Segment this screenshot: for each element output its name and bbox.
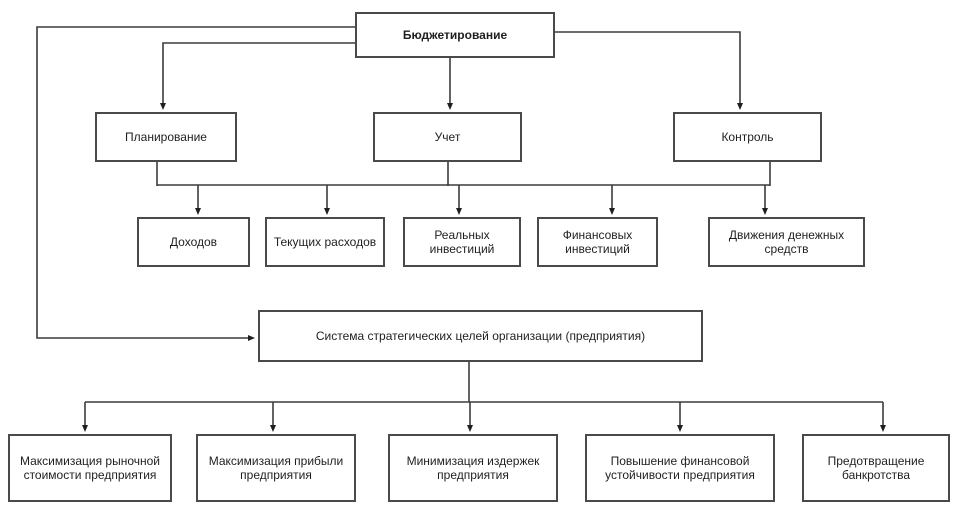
node-strategic-goals-system: Система стратегических целей организации… [258, 310, 703, 362]
node-goal-financial-stability: Повышение финансовой устойчивости предпр… [585, 434, 775, 502]
node-incomes-label: Доходов [169, 235, 218, 249]
edge-root-to-goals-system [36, 26, 355, 341]
node-cash-flows: Движения денежных средств [708, 217, 865, 267]
node-goal-1-label: Максимизация рыночной стоимости предприя… [19, 454, 161, 482]
node-budgeting-label: Бюджетирование [402, 28, 508, 42]
node-current-expenses: Текущих расходов [265, 217, 385, 267]
node-strategic-goals-system-label: Система стратегических целей организации… [315, 329, 646, 343]
node-real-investments: Реальных инвестиций [403, 217, 521, 267]
node-goal-profit-maximization: Максимизация прибыли предприятия [196, 434, 356, 502]
edge-root-to-planning [160, 42, 355, 110]
node-budgeting: Бюджетирование [355, 12, 555, 58]
node-goal-2-label: Максимизация прибыли предприятия [208, 454, 344, 482]
node-accounting: Учет [373, 112, 522, 162]
node-current-expenses-label: Текущих расходов [273, 235, 377, 249]
node-accounting-label: Учет [434, 130, 461, 144]
node-control: Контроль [673, 112, 822, 162]
node-financial-investments: Финансовых инвестиций [537, 217, 658, 267]
node-control-label: Контроль [721, 130, 774, 144]
node-real-investments-label: Реальных инвестиций [429, 228, 495, 256]
node-planning: Планирование [95, 112, 237, 162]
node-incomes: Доходов [137, 217, 250, 267]
node-goal-cost-minimization: Минимизация издержек предприятия [388, 434, 558, 502]
node-cash-flows-label: Движения денежных средств [728, 228, 845, 256]
node-goal-3-label: Минимизация издержек предприятия [406, 454, 540, 482]
node-goal-bankruptcy-prevention: Предотвращение банкротства [802, 434, 950, 502]
node-goal-5-label: Предотвращение банкротства [827, 454, 925, 482]
node-goal-4-label: Повышение финансовой устойчивости предпр… [605, 454, 755, 482]
node-goal-market-value-maximization: Максимизация рыночной стоимости предприя… [8, 434, 172, 502]
node-financial-investments-label: Финансовых инвестиций [562, 228, 633, 256]
edge-root-to-control [555, 31, 743, 110]
node-planning-label: Планирование [125, 130, 207, 144]
